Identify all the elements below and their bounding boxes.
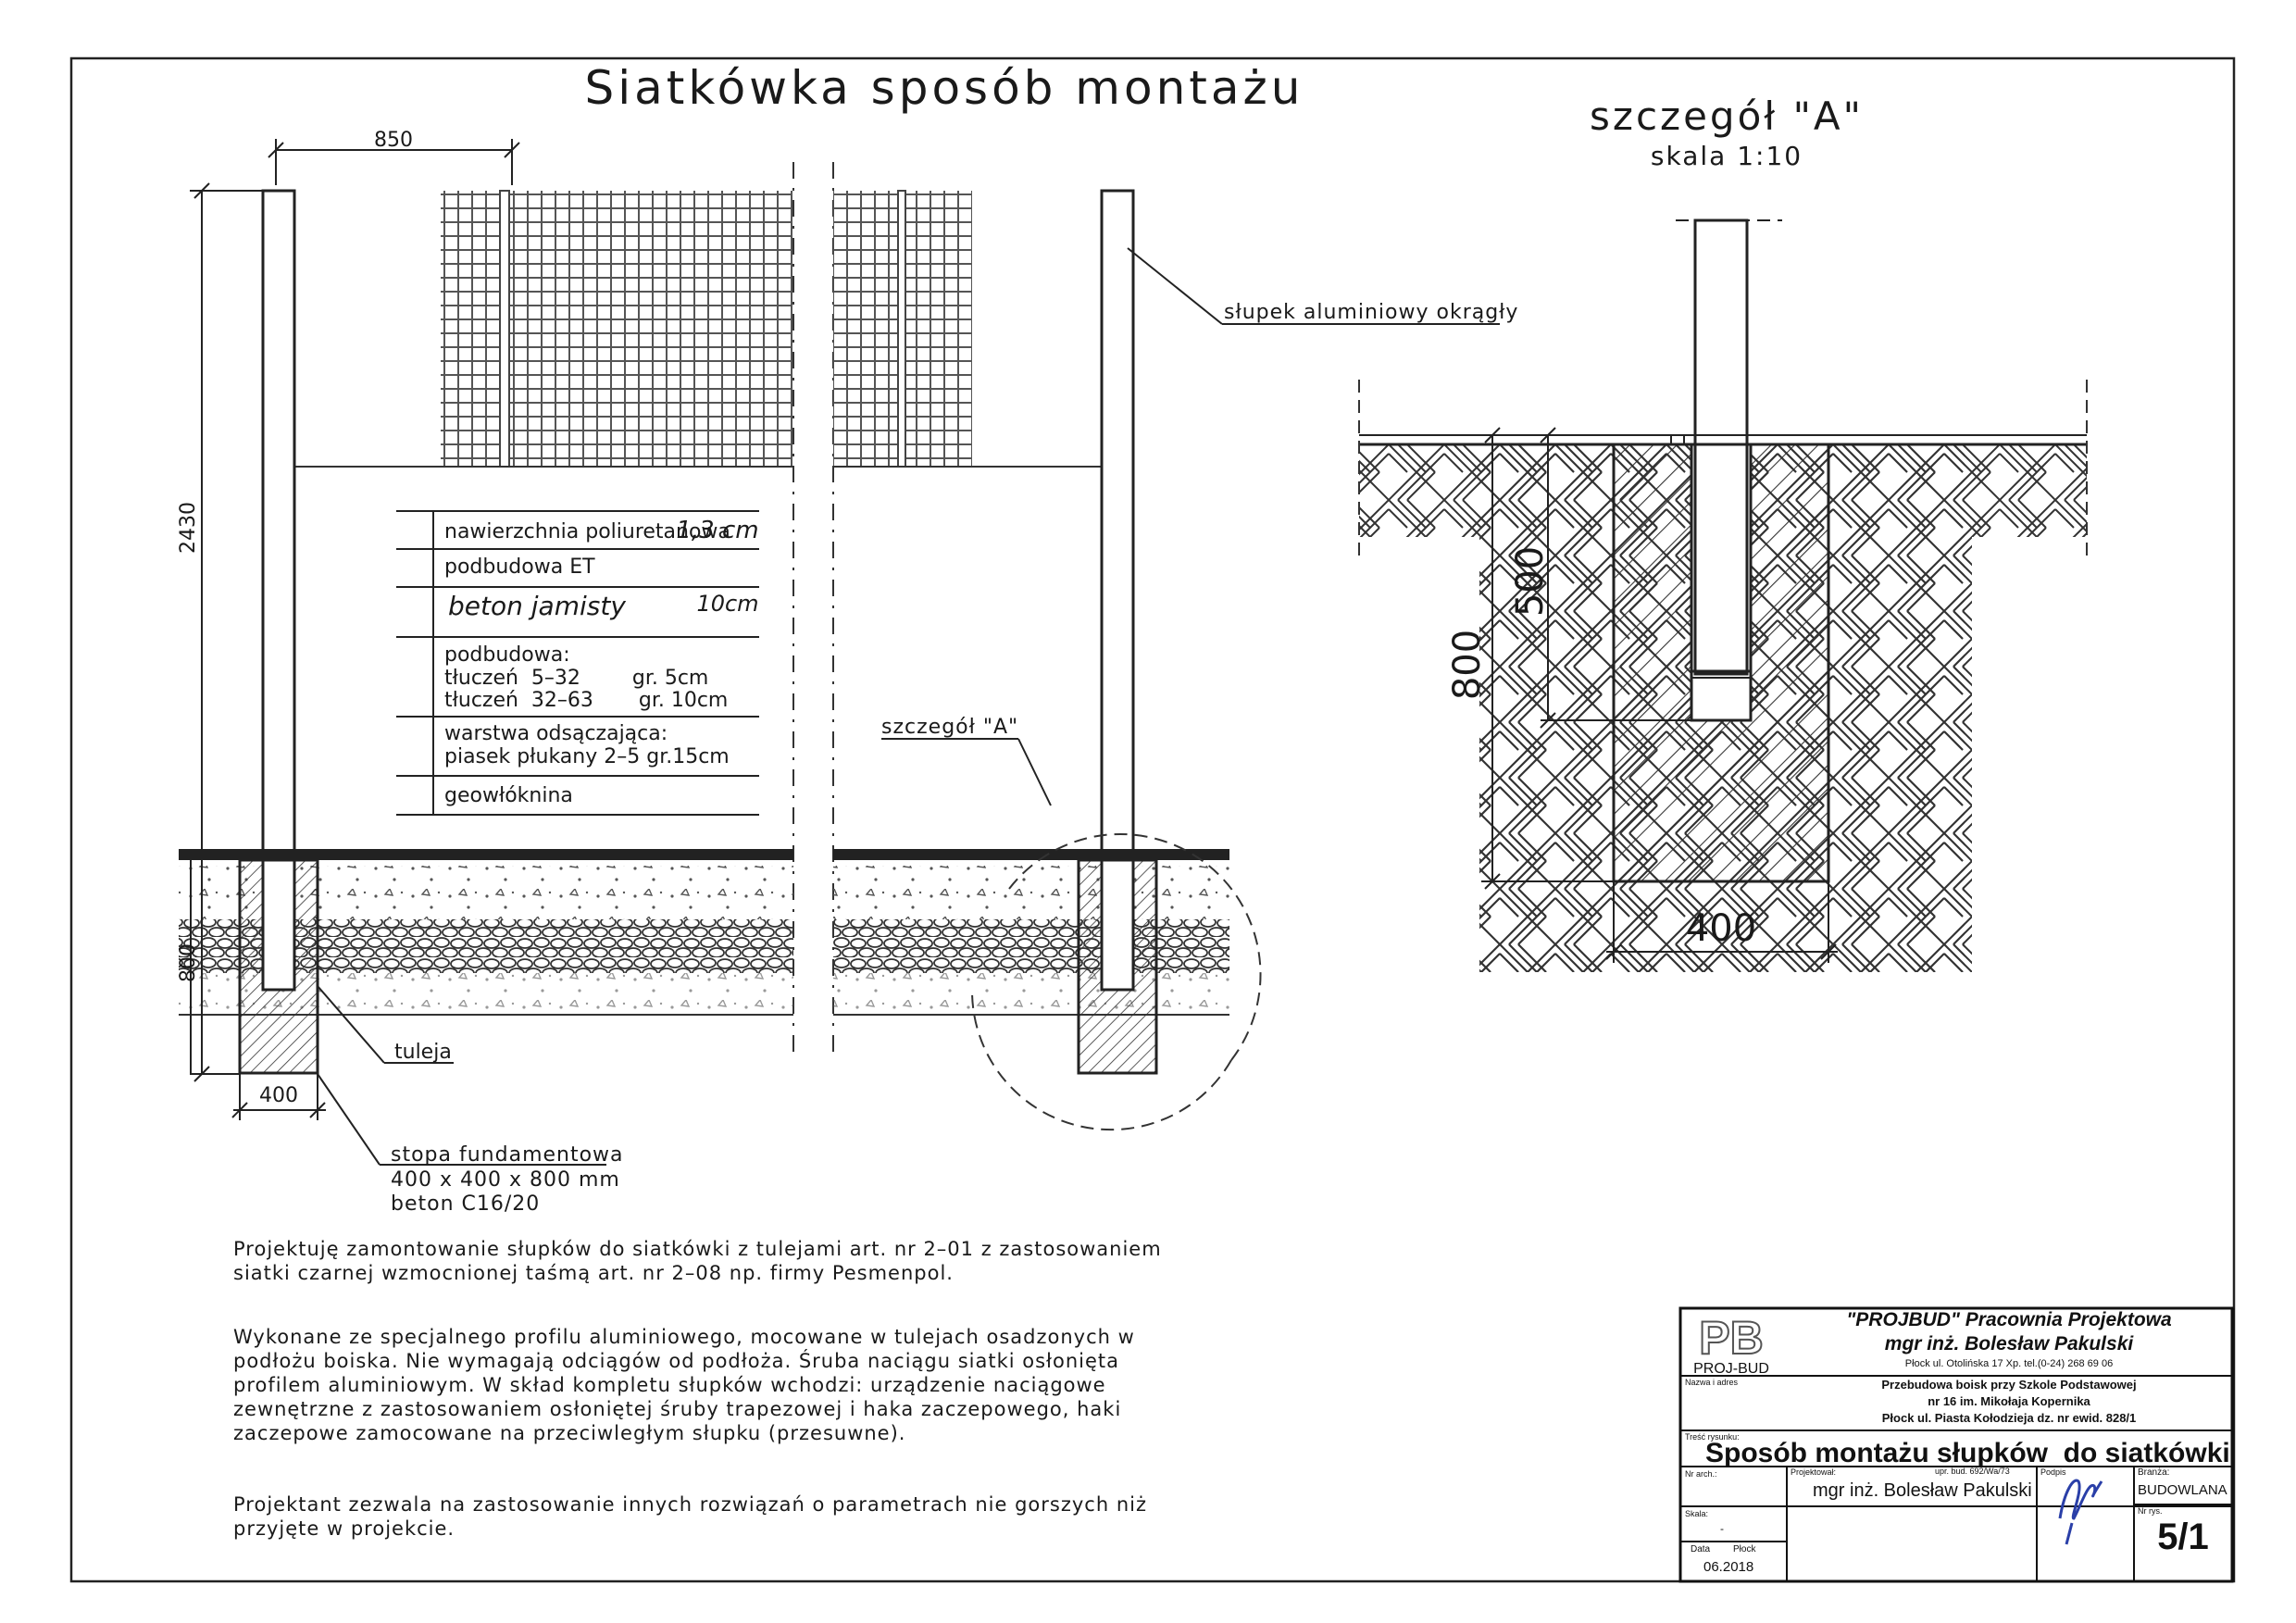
label-nazwa: Nazwa i adres xyxy=(1685,1378,1739,1387)
layer-5-head: warstwa odsączająca: xyxy=(444,722,668,745)
label-stopa-1: stopa fundamentowa xyxy=(391,1143,624,1167)
layer-1-name: nawierzchnia poliuretanowa xyxy=(444,520,730,543)
company-owner: mgr inż. Bolesław Pakulski xyxy=(1884,1333,2134,1355)
label-slupek: słupek aluminiowy okrągły xyxy=(1224,301,1518,324)
layer-sand-right xyxy=(833,866,1229,919)
note-2-line-2: podłożu boiska. Nie wymagają odciągów od… xyxy=(233,1350,1120,1372)
logo-mark: PB xyxy=(1698,1312,1764,1364)
licence: upr. bud. 692/Wa/73 xyxy=(1935,1467,2010,1476)
label-tuleja: tuleja xyxy=(394,1041,452,1064)
detail-dim-500: 500 xyxy=(1509,546,1552,617)
dim-400-left: 400 xyxy=(259,1084,298,1107)
label-branza: Branża: xyxy=(2138,1467,2170,1478)
label-stopa-3: beton C16/20 xyxy=(391,1192,540,1216)
project-line-1: Przebudowa boisk przy Szkole Podstawowej xyxy=(1881,1378,2137,1392)
signature xyxy=(2058,1479,2103,1545)
drawing-title-block: Sposób montażu słupków do siatkówki xyxy=(1705,1438,2230,1468)
drawing-title: Siatkówka sposób montażu xyxy=(585,61,1304,115)
note-1-line-2: siatki czarnej wzmocnionej taśmą art. nr… xyxy=(233,1262,954,1284)
note-2-line-5: zaczepowe zamocowane na przeciwległym sł… xyxy=(233,1422,906,1444)
label-szczegol-a: szczegół "A" xyxy=(881,716,1018,739)
layer-2-name: podbudowa ET xyxy=(444,556,595,579)
company-name: "PROJBUD" Pracownia Projektowa xyxy=(1846,1309,2172,1330)
detail-dim-800: 800 xyxy=(1446,630,1489,700)
layer-3-name: beton jamisty xyxy=(448,591,626,621)
layer-4-head: podbudowa: xyxy=(444,643,570,667)
label-tresc: Treść rysunku: xyxy=(1685,1432,1740,1442)
note-1: Projektuję zamontowanie słupków do siatk… xyxy=(233,1237,1162,1285)
sheet-number: 5/1 xyxy=(2157,1517,2209,1557)
net-mesh-left xyxy=(441,191,792,467)
project-line-2: nr 16 im. Mikołaja Kopernika xyxy=(1928,1394,2090,1408)
date: 06.2018 xyxy=(1703,1559,1754,1575)
skala-value: - xyxy=(1720,1522,1724,1535)
detail-a-circle xyxy=(1008,833,1262,1061)
project-line-3: Płock ul. Piasta Kołodzieja dz. nr ewid.… xyxy=(1881,1411,2137,1425)
label-stopa-2: 400 x 400 x 800 mm xyxy=(391,1168,620,1192)
main-elevation: 850 2430 800 400 słupek aluminiowy okrąg… xyxy=(177,129,1518,1216)
dim-800-left: 800 xyxy=(177,943,200,982)
note-2: Wykonane ze specjalnego profilu aluminio… xyxy=(233,1325,1135,1445)
note-1-line-1: Projektuję zamontowanie słupków do siatk… xyxy=(233,1238,1162,1260)
label-skala: Skala: xyxy=(1685,1509,1709,1518)
note-2-line-1: Wykonane ze specjalnego profilu aluminio… xyxy=(233,1326,1135,1348)
note-3: Projektant zezwala na zastosowanie innyc… xyxy=(233,1492,1147,1541)
detail-dim-400: 400 xyxy=(1686,907,1756,950)
company-info: "PROJBUD" Pracownia Projektowa mgr inż. … xyxy=(1787,1308,2231,1371)
layer-gravel-right xyxy=(833,919,1229,973)
label-data: Data xyxy=(1691,1544,1711,1554)
layer-legend: nawierzchnia poliuretanowa 1,3 cm podbud… xyxy=(396,510,759,816)
layer-4-line2: tłuczeń 32–63 gr. 10cm xyxy=(444,689,728,712)
note-2-line-4: zewnętrzne z zastosowaniem osłoniętej śr… xyxy=(233,1398,1122,1420)
label-nr-rys: Nr rys. xyxy=(2138,1506,2163,1516)
title-block xyxy=(1678,1306,2235,1583)
label-nr-arch: Nr arch.: xyxy=(1685,1469,1717,1479)
layer-5-line1: piasek płukany 2–5 gr.15cm xyxy=(444,745,730,768)
detail-post xyxy=(1693,218,1749,676)
project-address: Przebudowa boisk przy Szkole Podstawowej… xyxy=(1787,1377,2231,1427)
detail-scale: skala 1:10 xyxy=(1651,141,1803,171)
sheet-frame xyxy=(69,56,2236,1583)
detail-a: szczegół "A" skala 1:10 800 500 xyxy=(1358,94,2092,972)
designer-name: mgr inż. Bolesław Pakulski xyxy=(1813,1480,2032,1501)
branza: BUDOWLANA xyxy=(2138,1482,2227,1498)
layer-4-line1: tłuczeń 5–32 gr. 5cm xyxy=(444,667,708,690)
note-3-line-2: przyjęte w projekcie. xyxy=(233,1517,455,1540)
layer-3-thickness: 10cm xyxy=(696,591,758,617)
company-address: Płock ul. Otolińska 17 Xp. tel.(0-24) 26… xyxy=(1904,1358,2114,1369)
label-place: Płock xyxy=(1733,1544,1756,1554)
label-podpis: Podpis xyxy=(2040,1467,2066,1477)
logo-caption: PROJ-BUD xyxy=(1693,1361,1769,1377)
dim-2430: 2430 xyxy=(177,502,200,554)
note-2-line-3: profilem aluminiowym. W skład kompletu s… xyxy=(233,1374,1106,1396)
note-3-line-1: Projektant zezwala na zastosowanie innyc… xyxy=(233,1493,1147,1516)
logo: PB PROJ-BUD xyxy=(1687,1312,1776,1378)
layer-6-name: geowłóknina xyxy=(444,784,573,807)
layer-1-thickness: 1,3 cm xyxy=(676,517,758,544)
dim-850: 850 xyxy=(374,129,413,152)
detail-title: szczegół "A" xyxy=(1590,94,1864,139)
label-projektowal: Projektował: xyxy=(1791,1467,1837,1477)
